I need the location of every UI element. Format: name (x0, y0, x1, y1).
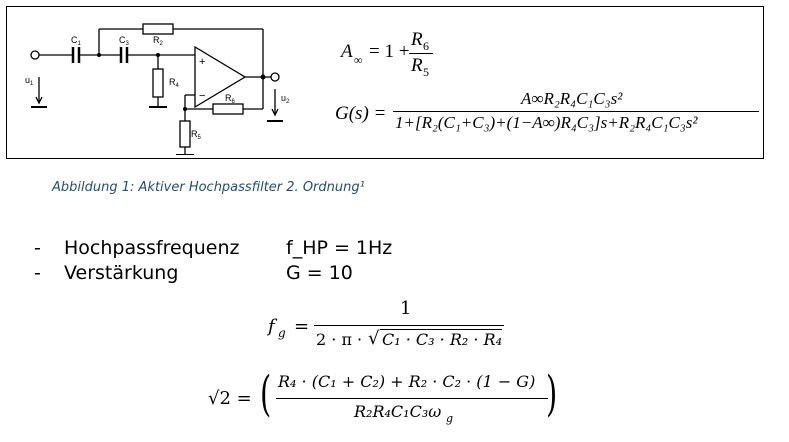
root-sign: √ (368, 328, 380, 349)
bullet-label: Verstärkung (64, 262, 179, 284)
circuit-diagram: C1 C3 R2 R4 R5 R6 u1 u2 + − (25, 23, 290, 155)
label-plus: + (199, 56, 205, 68)
label-u2: u2 (281, 93, 290, 105)
bullet-dash: - (34, 237, 41, 259)
label-r5: R5 (191, 129, 202, 141)
figure-caption: Abbildung 1: Aktiver Hochpassfilter 2. O… (52, 180, 365, 195)
label-c3: C3 (119, 35, 130, 47)
bullet-value: G = 10 (286, 262, 353, 284)
bullet-value: f_HP = 1Hz (286, 237, 393, 259)
figure-box: C1 C3 R2 R4 R5 R6 u1 u2 + − A ∞ = 1 + R … (6, 6, 764, 159)
bullet-dash: - (34, 262, 41, 284)
label-r6: R6 (225, 93, 236, 105)
label-r4: R4 (169, 77, 180, 89)
bullet-label: Hochpassfrequenz (64, 237, 240, 259)
label-r2: R2 (153, 35, 164, 47)
label-c1: C1 (71, 35, 82, 47)
label-minus: − (199, 90, 205, 102)
label-u1: u1 (25, 75, 34, 87)
